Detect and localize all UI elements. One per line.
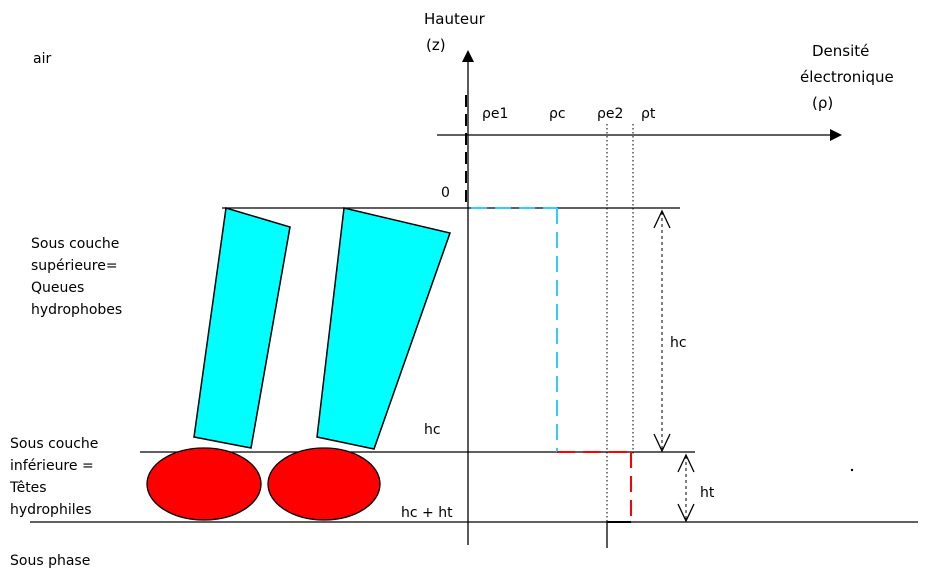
upper-layer-label-4: hydrophobes: [31, 302, 122, 318]
height-axis-title: Hauteur: [424, 10, 486, 28]
upper-layer-label-1: Sous couche: [31, 236, 119, 252]
rho-e2-label: ρe2: [597, 106, 623, 122]
hc-label-right: hc: [670, 335, 687, 351]
origin-label: 0: [441, 185, 450, 201]
ht-label-right: ht: [700, 485, 715, 501]
rho-c-label: ρc: [549, 106, 566, 122]
upper-layer-label-2: supérieure=: [31, 258, 118, 274]
density-axis-title-2: électronique: [800, 68, 894, 86]
density-axis-title-1: Densité: [812, 42, 869, 60]
stray-dot: [851, 469, 853, 471]
tail-left: [194, 208, 290, 448]
lower-layer-label-1: Sous couche: [10, 436, 98, 452]
hc-label-left: hc: [424, 422, 441, 438]
upper-layer-label-3: Queues: [31, 280, 84, 296]
head-right: [268, 448, 380, 520]
rho-e1-label: ρe1: [482, 106, 508, 122]
height-axis-unit: (z): [426, 36, 446, 54]
hc-plus-ht-label: hc + ht: [401, 505, 453, 521]
subphase-label: Sous phase: [10, 553, 90, 569]
lower-layer-label-2: inférieure =: [10, 458, 94, 474]
air-label: air: [33, 51, 51, 67]
lower-layer-label-3: Têtes: [9, 480, 47, 496]
head-left: [147, 448, 261, 520]
density-axis-title-3: (ρ): [812, 94, 833, 112]
rho-t-label: ρt: [641, 106, 656, 122]
lower-layer-label-4: hydrophiles: [10, 502, 92, 518]
tail-right: [317, 208, 450, 449]
